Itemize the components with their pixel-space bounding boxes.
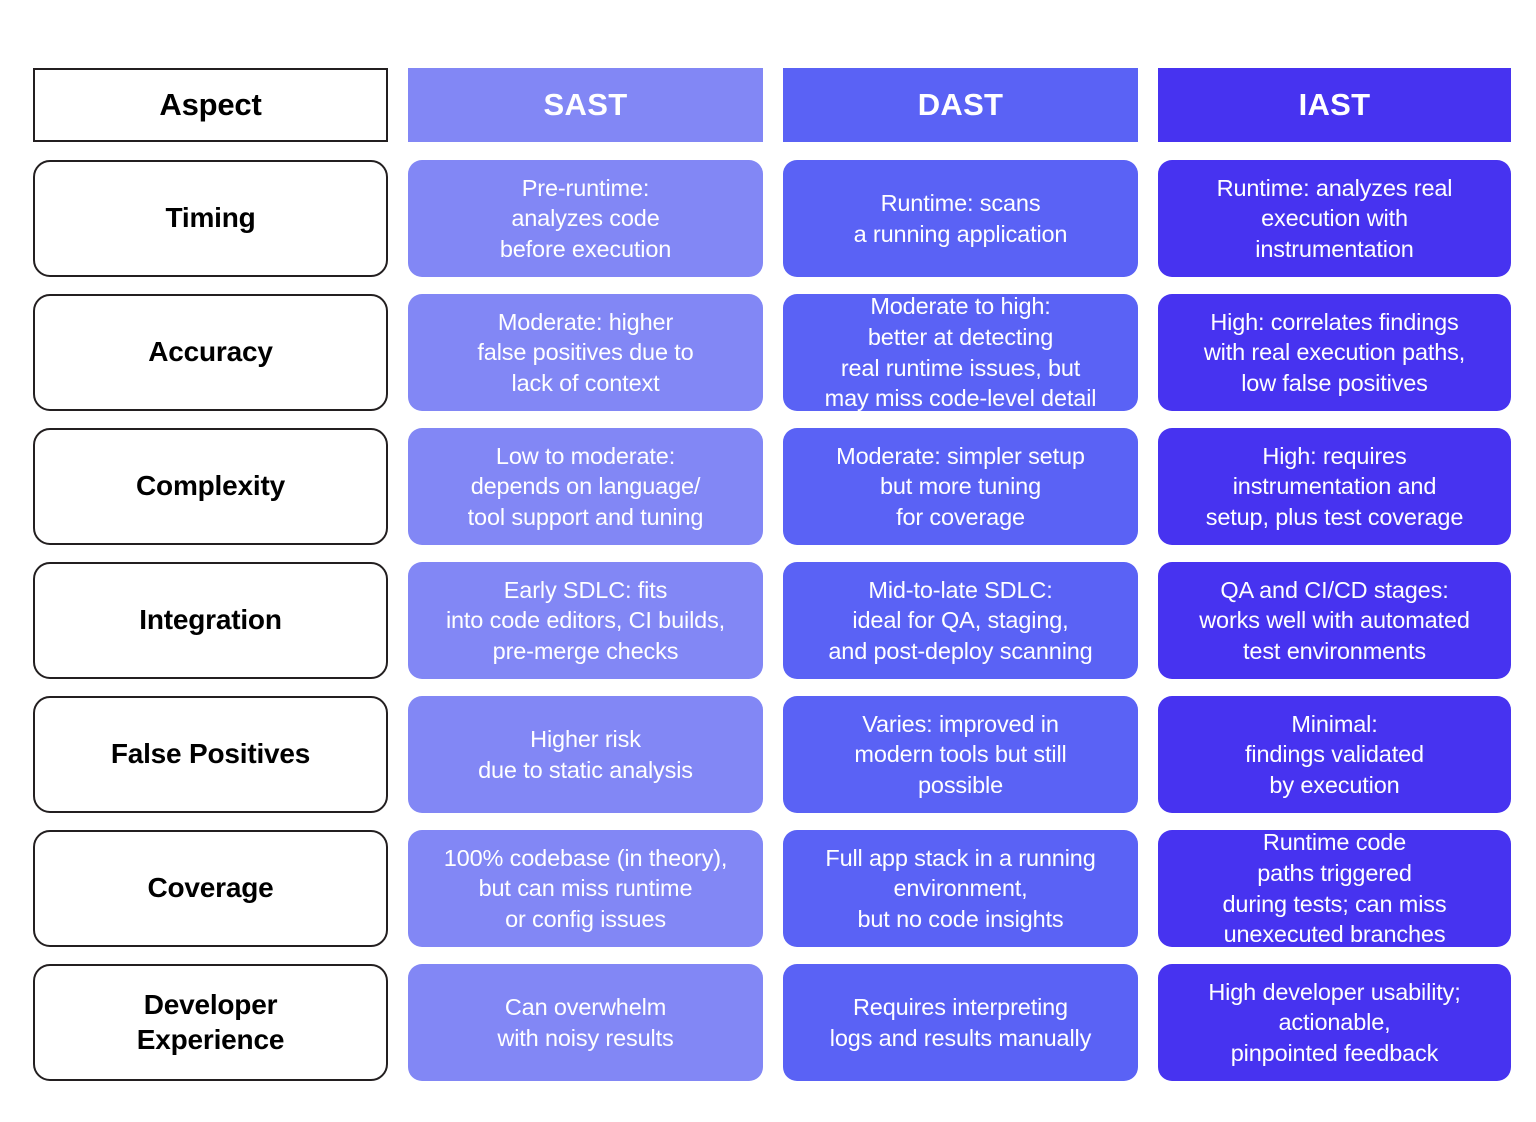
cell-accuracy-sast: Moderate: higher false positives due to … [408,294,763,411]
table-row: Integration Early SDLC: fits into code e… [33,562,1511,679]
aspect-label: Coverage [147,872,274,904]
cell-text: Early SDLC: fits into code editors, CI b… [445,576,726,664]
cell-false-positives-dast: Varies: improved in modern tools but sti… [783,696,1138,813]
cell-integration-iast: QA and CI/CD stages: works well with aut… [1158,562,1511,679]
cell-text: Pre-runtime: analyzes code before execut… [499,174,672,262]
cell-text: High developer usability; actionable, pi… [1208,978,1461,1066]
header-cell-iast: IAST [1158,68,1511,142]
cell-false-positives-iast: Minimal: findings validated by execution [1158,696,1511,813]
row-label-coverage: Coverage [33,830,388,947]
header-label-iast: IAST [1298,87,1371,122]
aspect-label: Developer Experience [136,989,285,1055]
cell-timing-sast: Pre-runtime: analyzes code before execut… [408,160,763,277]
cell-coverage-iast: Runtime code paths triggered during test… [1158,830,1511,947]
table-row: Coverage 100% codebase (in theory), but … [33,830,1511,947]
cell-text: Moderate: simpler setup but more tuning … [836,442,1085,530]
cell-timing-dast: Runtime: scans a running application [783,160,1138,277]
cell-developer-experience-iast: High developer usability; actionable, pi… [1158,964,1511,1081]
cell-text: High: requires instrumentation and setup… [1205,442,1464,530]
row-label-integration: Integration [33,562,388,679]
table-row: Complexity Low to moderate: depends on l… [33,428,1511,545]
table-row: False Positives Higher risk due to stati… [33,696,1511,813]
cell-text: Can overwhelm with noisy results [497,993,674,1051]
cell-coverage-sast: 100% codebase (in theory), but can miss … [408,830,763,947]
header-cell-dast: DAST [783,68,1138,142]
row-label-developer-experience: Developer Experience [33,964,388,1081]
aspect-label: Timing [165,202,256,234]
cell-complexity-dast: Moderate: simpler setup but more tuning … [783,428,1138,545]
cell-complexity-sast: Low to moderate: depends on language/ to… [408,428,763,545]
cell-text: Full app stack in a running environment,… [825,844,1096,932]
table-row: Timing Pre-runtime: analyzes code before… [33,160,1511,277]
header-cell-aspect: Aspect [33,68,388,142]
cell-accuracy-dast: Moderate to high: better at detecting re… [783,294,1138,411]
cell-text: Minimal: findings validated by execution [1245,710,1424,798]
cell-text: Requires interpreting logs and results m… [829,993,1092,1051]
header-cell-sast: SAST [408,68,763,142]
cell-text: Runtime code paths triggered during test… [1222,830,1447,947]
cell-developer-experience-dast: Requires interpreting logs and results m… [783,964,1138,1081]
aspect-label: False Positives [110,738,311,770]
header-label-dast: DAST [917,87,1004,122]
cell-text: Varies: improved in modern tools but sti… [854,710,1067,798]
cell-timing-iast: Runtime: analyzes real execution with in… [1158,160,1511,277]
row-label-complexity: Complexity [33,428,388,545]
aspect-label: Accuracy [148,336,273,368]
cell-integration-sast: Early SDLC: fits into code editors, CI b… [408,562,763,679]
cell-text: Higher risk due to static analysis [478,725,693,783]
cell-text: 100% codebase (in theory), but can miss … [443,844,728,932]
row-label-false-positives: False Positives [33,696,388,813]
cell-text: Moderate to high: better at detecting re… [824,294,1097,411]
cell-text: QA and CI/CD stages: works well with aut… [1199,576,1470,664]
cell-text: Runtime: scans a running application [853,189,1068,247]
cell-complexity-iast: High: requires instrumentation and setup… [1158,428,1511,545]
row-label-accuracy: Accuracy [33,294,388,411]
cell-developer-experience-sast: Can overwhelm with noisy results [408,964,763,1081]
aspect-label: Integration [139,604,282,636]
table-row: Developer Experience Can overwhelm with … [33,964,1511,1081]
cell-text: Moderate: higher false positives due to … [477,308,694,396]
cell-false-positives-sast: Higher risk due to static analysis [408,696,763,813]
cell-text: Low to moderate: depends on language/ to… [467,442,704,530]
cell-integration-dast: Mid-to-late SDLC: ideal for QA, staging,… [783,562,1138,679]
aspect-label: Complexity [136,470,285,502]
row-label-timing: Timing [33,160,388,277]
header-label-aspect: Aspect [159,87,262,122]
cell-coverage-dast: Full app stack in a running environment,… [783,830,1138,947]
cell-accuracy-iast: High: correlates findings with real exec… [1158,294,1511,411]
cell-text: High: correlates findings with real exec… [1203,308,1466,396]
cell-text: Mid-to-late SDLC: ideal for QA, staging,… [828,576,1093,664]
header-label-sast: SAST [543,87,628,122]
cell-text: Runtime: analyzes real execution with in… [1216,174,1453,262]
table-header-row: Aspect SAST DAST IAST [33,68,1511,142]
table-row: Accuracy Moderate: higher false positive… [33,294,1511,411]
